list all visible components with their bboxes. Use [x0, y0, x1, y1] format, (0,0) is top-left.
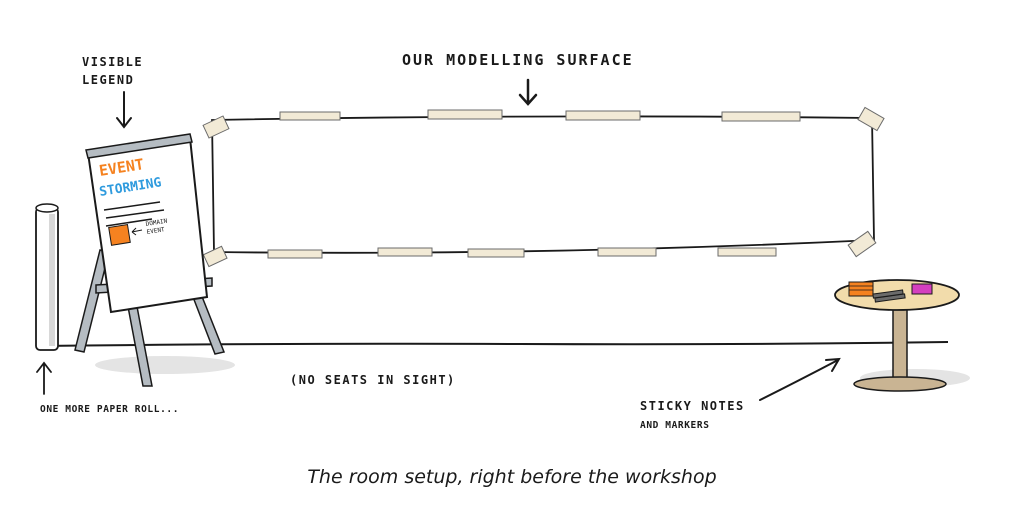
modelling-surface: [211, 115, 875, 254]
floor-line: [39, 341, 949, 347]
legend-arrow: [116, 91, 132, 129]
sticky-notes-label-line2: AND MARKERS: [640, 420, 710, 431]
markers: [872, 289, 906, 303]
no-seats-label: (NO SEATS IN SIGHT): [290, 373, 456, 387]
paper-roll-arrow: [36, 361, 52, 395]
sticky-pointer-arrow: [131, 227, 143, 236]
flipchart-text-lines: [103, 201, 165, 227]
sticky-notes-label-line1: STICKY NOTES: [640, 399, 745, 413]
figure-caption: The room setup, right before the worksho…: [307, 466, 717, 488]
tape-pieces-top: [202, 106, 885, 139]
domain-event-sticky: [108, 223, 131, 246]
sticky-label-line2: EVENT: [146, 226, 165, 236]
flipchart-shadow: [95, 356, 235, 374]
surface-arrow: [518, 78, 538, 106]
flipchart: EVENT STORMING DOMAIN EVENT: [85, 133, 209, 314]
surface-title: OUR MODELLING SURFACE: [402, 51, 634, 69]
sticky-notes-stack-orange: [848, 281, 874, 297]
paper-roll-label: ONE MORE PAPER ROLL...: [40, 404, 179, 415]
legend-label-line1: VISIBLE: [82, 55, 143, 69]
sticky-notes-arrow: [759, 357, 841, 401]
legend-label-line2: LEGEND: [82, 73, 134, 87]
sticky-notes-stack-magenta: [911, 283, 933, 295]
paper-roll: [35, 203, 59, 351]
tape-pieces-bottom: [202, 230, 877, 268]
sticky-label-line1: DOMAIN: [145, 218, 168, 228]
